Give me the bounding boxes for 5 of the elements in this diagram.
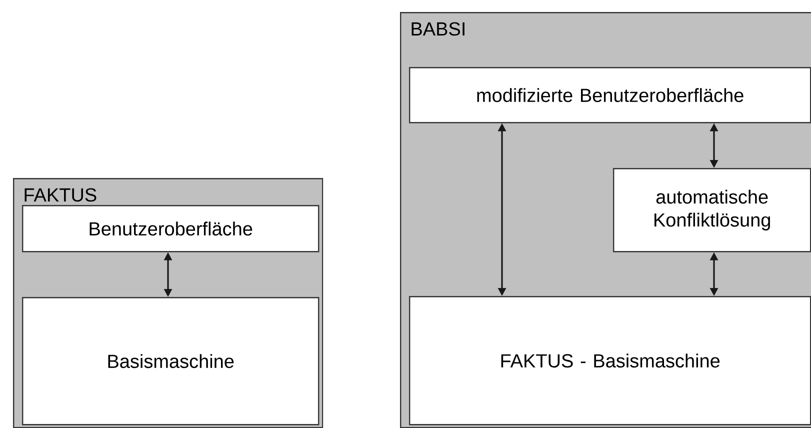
component-box: FAKTUS - Basismaschine (409, 296, 811, 426)
component-box: automatische Konfliktlösung (613, 168, 811, 252)
component-box: Benutzeroberfläche (22, 205, 320, 252)
component-box: Basismaschine (22, 297, 320, 426)
component-box: modifizierte Benutzeroberfläche (409, 67, 811, 124)
